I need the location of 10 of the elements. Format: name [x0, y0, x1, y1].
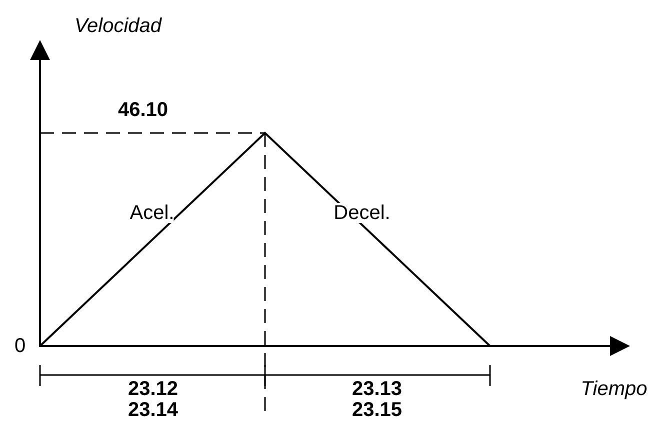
dimension-value: 23.13: [352, 379, 402, 399]
dimension-value: 23.15: [352, 400, 402, 420]
axis-title: Tiempo: [580, 379, 648, 399]
segment-label: Acel.: [130, 203, 174, 223]
peak-value: 46.10: [118, 100, 168, 120]
segment-label: Decel.: [334, 203, 390, 223]
axis-title: Velocidad: [74, 16, 162, 36]
dimension-value: 23.14: [128, 400, 178, 420]
axis-origin-label: 0: [14, 336, 26, 356]
dimension-value: 23.12: [128, 379, 178, 399]
